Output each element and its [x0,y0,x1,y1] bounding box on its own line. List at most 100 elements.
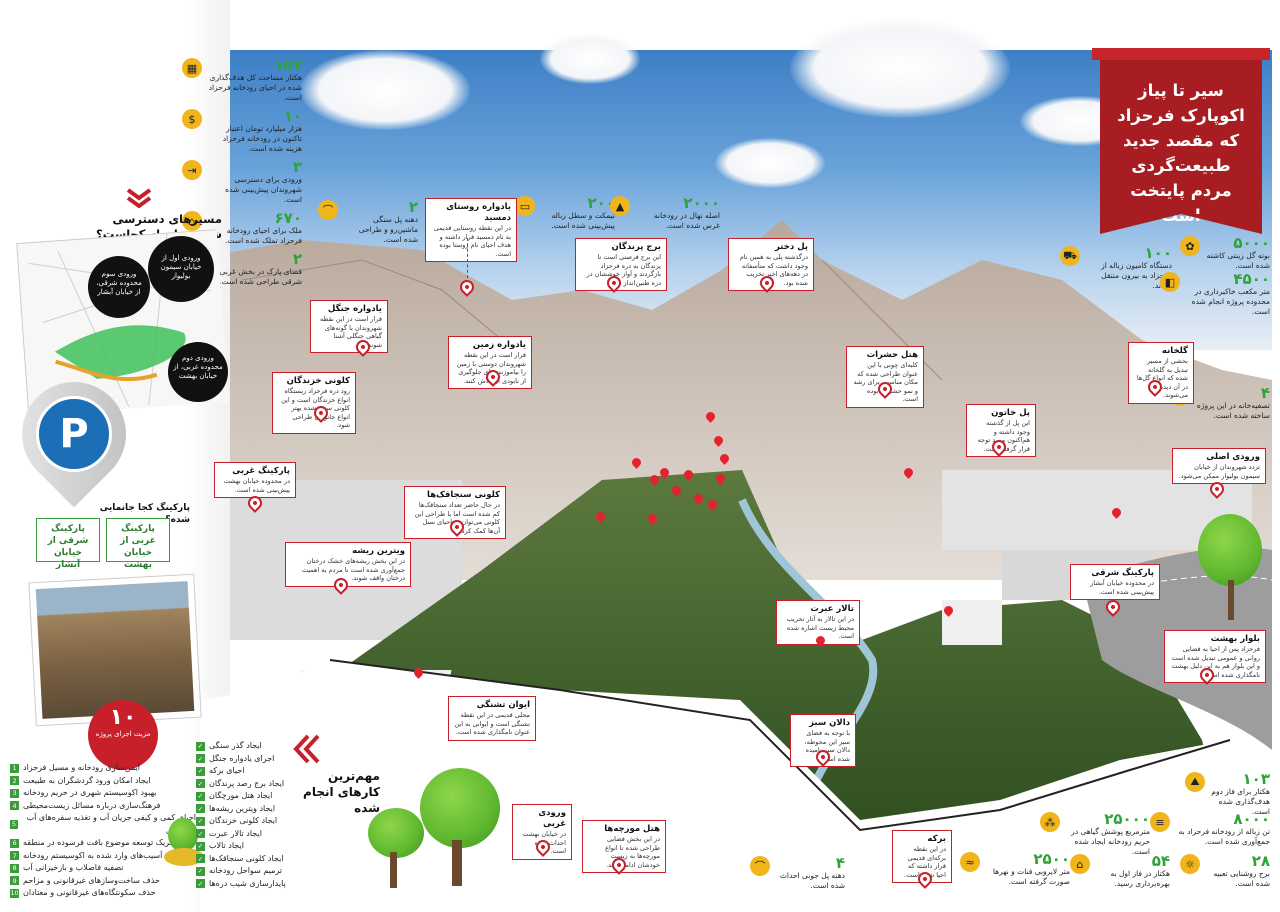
tree-trunk [452,840,462,886]
callout-roots: ویترین ریشه در این بخش ریشه‌های خشک درخت… [285,542,411,587]
callout-desc: در خیابان بهشت احداث شده است. [522,830,566,855]
badge-text: مزیت اجرای پروژه [95,730,151,738]
callout-desc: در این تالار به آثار تخریب محیط زیست اشا… [786,615,854,640]
callout-title: پل دختر [775,242,808,252]
lamp-icon: ☼ [1180,854,1200,874]
stat-number: ۲ [408,198,418,216]
callout-title: ایوان تشنگی [476,700,530,710]
stat-item: ⌂ ۵۴ هکتار در فاز اول به بهره‌برداری رسی… [1070,854,1170,889]
callout-title: هتل حشرات [866,350,918,360]
list-item: ✓اجرای یادواره جنگل [196,753,275,764]
callout-desc: با توجه به فضای سبز این محوطه، دالان سبز… [804,729,850,763]
stat-number: ۱۰ [283,107,302,125]
stat-item: ≈ ۲۵۰۰ متر لایروبی قنات و نهرها صورت گرف… [960,852,1070,887]
callout-title: ورودی غربی [538,808,566,829]
stat-item: ✿ ۵۰۰۰ بوته گل زینتی کاشته شده است. [1180,236,1270,271]
stat-number: ۲۰۰۰ [683,194,720,212]
callout-title: برکه [927,834,946,844]
callout-desc: درگذشته پلی به همین نام وجود داشت که متأ… [739,253,808,287]
callout-desc: این برج فرصتی است تا پرندگان به دره فرحز… [586,253,661,287]
stat-number: ۵۴ [1151,852,1170,870]
tree-icon: ▲ [610,196,630,216]
stat-text: اصله نهال در رودخانه غرس شده است. [654,211,720,230]
cloud [715,138,825,188]
callout-desc: در این بخش ریشه‌های خشک درختان جمع‌آوری … [301,557,405,582]
stat-text: ورودی برای دسترسی شهروندان پیش‌بینی شده … [225,175,302,204]
chevron-left-icon [286,732,320,770]
callout-main-entry: ورودی اصلی تردد شهروندان از خیابان سیمون… [1172,448,1266,484]
stat-number: ۲۸ [1251,852,1270,870]
entry-badge-1: ورودی اول از خیابان سیمون بولیوار [148,236,214,302]
area-icon: ▦ [182,58,202,78]
stat-item: ⌒ ۴ دهنه پل جوبی احداث شده است. [750,856,845,891]
callout-title: پارکینگ شرقی [1091,568,1154,578]
stat-item: ⛟ ۱۰۰ دستگاه کامیون زباله از فرحزاد به ب… [1060,246,1172,291]
callout-title: یادواره جنگل [328,304,382,314]
callout-west-entry: ورودی غربی در خیابان بهشت احداث شده است. [512,804,572,860]
stat-text: تن زباله از رودخانه فرحزاد به جمع‌آوری ش… [1178,827,1270,846]
list-item: ✓ایجاد برج رصد پرندگان [196,778,285,789]
stat-text: بوته گل زینتی کاشته شده است. [1206,251,1270,270]
stat-item: ⛰ ۱۰۳ هکتار برای فاز دوم هدف‌گذاری شده ا… [1185,772,1270,817]
callout-desc: در محدوده خیابان بهشت پیش‌بینی شده است. [223,477,290,494]
truck-icon: ⛟ [1060,246,1080,266]
stat-number: ۳ [292,158,302,176]
callout-title: کلونی خزندگان [286,376,350,386]
callout-behesht-blvd: بلوار بهشت فرحزاد پس از احیا به فضایی رو… [1164,630,1266,683]
callout-girl-bridge: پل دختر درگذشته پلی به همین نام وجود داش… [728,238,814,291]
callout-khatoon-bridge: پل خاتون این پل از گذشته وجود داشته و هم… [966,404,1036,457]
stat-item: ≡ ۸۰۰۰ تن زباله از رودخانه فرحزاد به جمع… [1150,812,1270,847]
stat-text: هکتار در فاز اول به بهره‌برداری رسید. [1110,869,1170,888]
parking-west: پارکینگ غربی از خیابان بهشت [106,518,170,570]
benefits-badge: ۱۰ مزیت اجرای پروژه [88,700,158,770]
tree-illustration [420,768,500,848]
callout-desc: در محدوده خیابان آبشار پیش‌بینی شده است. [1090,579,1154,596]
leader-line [467,238,468,278]
callout-title: کلونی سنجاقک‌ها [427,490,500,500]
callout-title: یادواره روستای دمسید [446,202,511,223]
list-item: ✓ایجاد ویترین ریشه‌ها [196,803,276,814]
stat-number: ۲۰۰ [587,194,615,212]
callout-title: پل خاتون [991,408,1030,418]
callout-east-parking: پارکینگ شرقی در محدوده خیابان آبشار پیش‌… [1070,564,1160,600]
tree-trunk [1228,580,1234,620]
list-item: ✓ایجاد تالاب [196,841,244,851]
stat-text: ملک برای احیای رودخانه فرحزاد تملک شده ا… [225,226,302,245]
hectare-icon: ⛰ [1185,772,1205,792]
list-item: ✓احیای برکه [196,766,245,776]
parking-icon: P [36,396,112,472]
stat-text: دهنه پل جوبی احداث شده است. [779,871,845,890]
page-title: سیر تا پیاز اکوپارک فرحزاد که مقصد جدید … [1117,81,1245,225]
callout-title: برج پرندگان [611,242,661,252]
callout-desc: این پل از گذشته وجود داشته و هم‌اکنون مو… [977,419,1030,453]
water-icon: ≈ [960,852,980,872]
callout-gardens: گلخانه بخشی از مسیر تبدیل به گلخانه شده … [1128,342,1194,404]
stat-item: ▭ ۲۰۰ نیمکت و سطل زباله پیش‌بینی شده است… [515,196,615,231]
cube-icon: ◧ [1160,272,1180,292]
bridge-icon: ⌒ [750,856,770,876]
title-banner: سیر تا پیاز اکوپارک فرحزاد که مقصد جدید … [1092,48,1270,234]
callout-desc: محلی قدیمی در این نقطه تشنگی است و ایوان… [454,711,530,736]
cloud [540,34,640,84]
road-icon: ≡ [1150,812,1170,832]
badge-number: ۱۰ [109,705,137,730]
callout-forest: یادواره جنگل قرار است در این نقطه شهروند… [310,300,388,353]
list-item: ✓ترمیم سواحل رودخانه [196,866,282,876]
callout-reptiles: کلونی خزندگان رود دره فرحزاد زیستگاه انو… [272,372,356,434]
cloud [300,50,470,130]
callout-title: پارکینگ غربی [232,466,290,476]
list-item: ✓ایجاد هتل مورچگان [196,791,273,801]
factory-icon: ⌂ [1070,854,1090,874]
callout-village: یادواره روستای دمسید در این نقطه روستایی… [425,198,517,262]
bridge-icon: ⌒ [318,200,338,220]
parking-east: پارکینگ شرقی از خیابان آبشار [36,518,100,570]
stat-text: فضای پارک در بخش غربی و شرقی طراحی شده ا… [213,267,302,286]
list-item: ✓ایجاد کلونی سنجاقک‌ها [196,853,284,864]
flower-icon: ✿ [1180,236,1200,256]
